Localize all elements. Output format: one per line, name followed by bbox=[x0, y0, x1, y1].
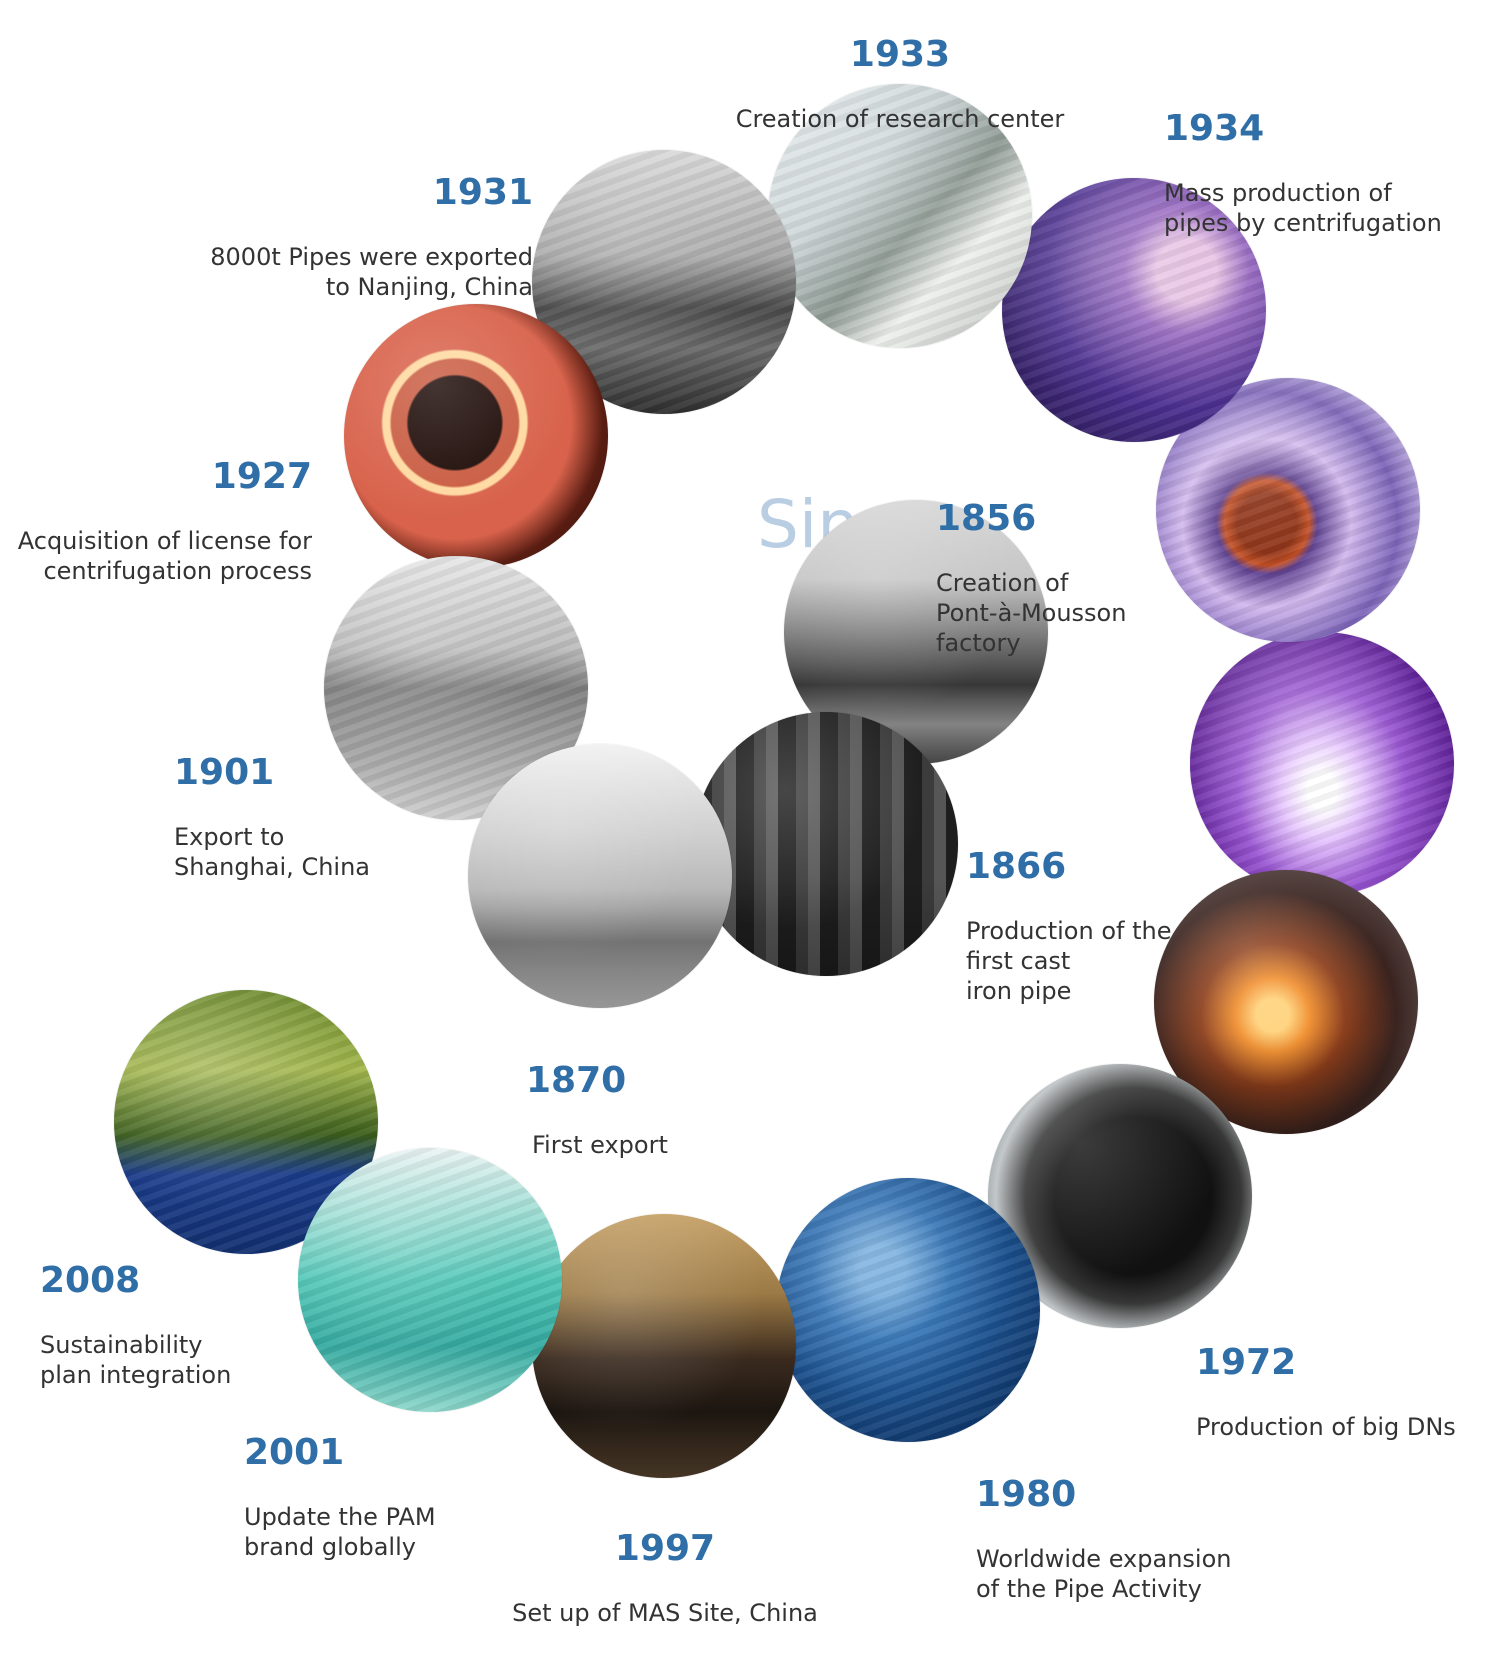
event-1866: 1866 Production of the first cast iron p… bbox=[966, 818, 1171, 1036]
globe-photo bbox=[776, 1178, 1040, 1442]
event-1997: 1997 Set up of MAS Site, China bbox=[500, 1500, 830, 1658]
event-1901: 1901 Export to Shanghai, China bbox=[174, 724, 370, 912]
event-description: Worldwide expansion of the Pipe Activity bbox=[976, 1545, 1232, 1603]
event-1931: 1931 8000t Pipes were exported to Nanjin… bbox=[200, 144, 533, 332]
event-description: Export to Shanghai, China bbox=[174, 823, 370, 881]
centrifugation-photo bbox=[1002, 178, 1266, 442]
event-description: First export bbox=[532, 1131, 668, 1159]
foundry-photo bbox=[694, 712, 958, 976]
event-year: 1980 bbox=[976, 1474, 1077, 1515]
event-year: 1972 bbox=[1196, 1342, 1297, 1383]
event-year: 1856 bbox=[936, 498, 1037, 539]
event-1934: 1934 Mass production of pipes by centrif… bbox=[1164, 80, 1442, 268]
event-description: Sustainability plan integration bbox=[40, 1331, 232, 1389]
event-description: Creation of research center bbox=[735, 105, 1065, 133]
event-year: 1933 bbox=[849, 34, 951, 75]
signing-ceremony-photo bbox=[532, 1214, 796, 1478]
event-year: 1870 bbox=[526, 1060, 627, 1101]
event-1927: 1927 Acquisition of license for centrifu… bbox=[10, 428, 312, 616]
event-1980: 1980 Worldwide expansion of the Pipe Act… bbox=[976, 1446, 1231, 1634]
event-year: 1866 bbox=[966, 846, 1067, 887]
event-description: Acquisition of license for centrifugatio… bbox=[17, 527, 312, 585]
event-description: Set up of MAS Site, China bbox=[512, 1599, 818, 1627]
event-year: 1997 bbox=[614, 1528, 716, 1569]
event-year: 1901 bbox=[174, 752, 275, 793]
sea-coast-photo bbox=[298, 1148, 562, 1412]
event-description: Production of big DNs bbox=[1196, 1413, 1456, 1441]
event-description: Mass production of pipes by centrifugati… bbox=[1164, 179, 1442, 237]
event-2001: 2001 Update the PAM brand globally bbox=[244, 1404, 436, 1592]
event-year: 1931 bbox=[432, 172, 533, 213]
violet-glow-photo bbox=[1190, 632, 1454, 896]
event-1856: 1856 Creation of Pont-à-Mousson factory bbox=[936, 470, 1126, 688]
event-1870: 1870 First export bbox=[526, 1032, 668, 1190]
event-description: Production of the first cast iron pipe bbox=[966, 917, 1172, 1005]
event-description: Creation of Pont-à-Mousson factory bbox=[936, 569, 1127, 657]
glowing-pipe-photo bbox=[344, 304, 608, 568]
event-1933: 1933 Creation of research center bbox=[700, 6, 1100, 164]
timeline-page: { "center_word": "Since", "events": [ {"… bbox=[10, 6, 1456, 1627]
factory-photo bbox=[784, 500, 1048, 764]
event-description: Update the PAM brand globally bbox=[244, 1503, 436, 1561]
laboratory-photo bbox=[768, 84, 1032, 348]
event-year: 1934 bbox=[1164, 108, 1265, 149]
event-2008: 2008 Sustainability plan integration bbox=[40, 1232, 231, 1420]
event-year: 2001 bbox=[244, 1432, 345, 1473]
event-year: 1927 bbox=[211, 456, 312, 497]
pipe-cart-photo bbox=[468, 744, 732, 1008]
event-description: 8000t Pipes were exported to Nanjing, Ch… bbox=[210, 243, 533, 301]
event-year: 2008 bbox=[40, 1260, 141, 1301]
event-1972: 1972 Production of big DNs bbox=[1196, 1314, 1456, 1472]
